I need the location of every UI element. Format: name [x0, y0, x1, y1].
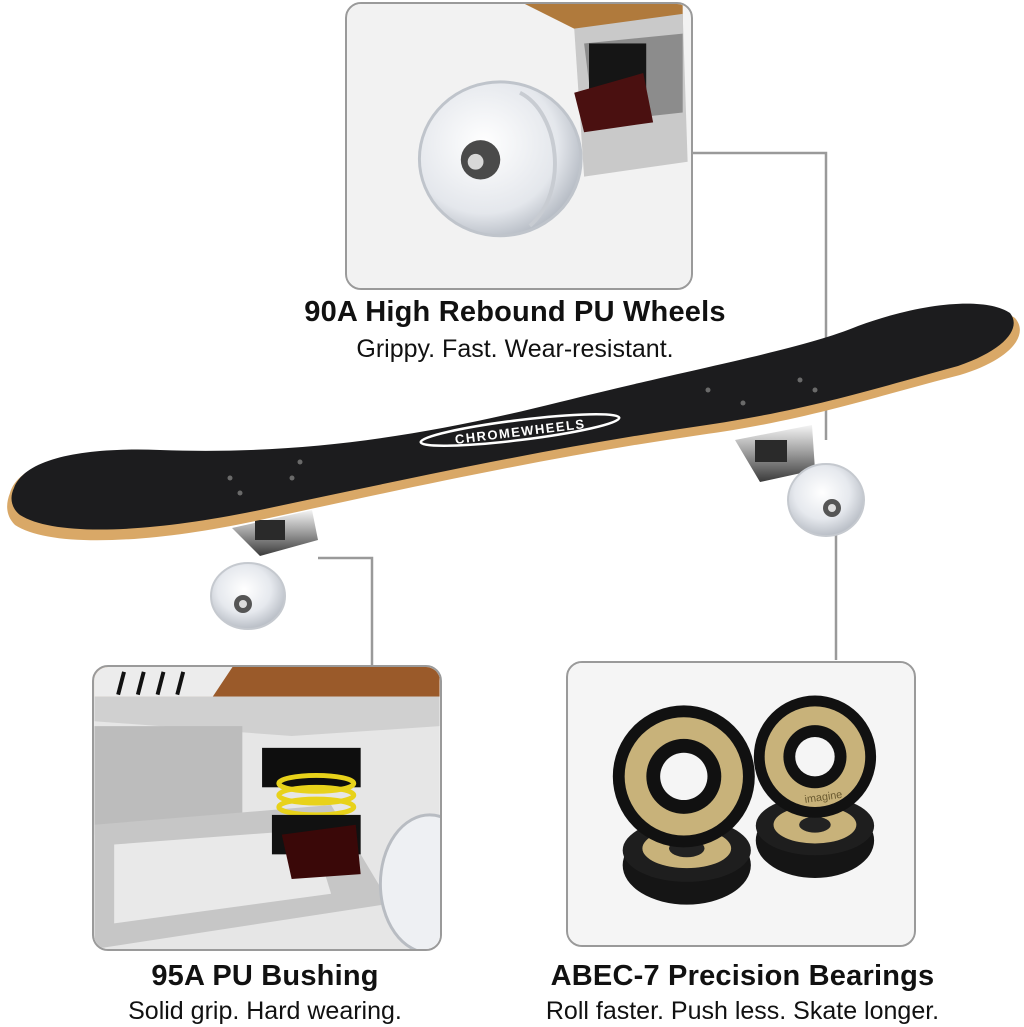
bushing-feature-title: 95A PU Bushing [151, 960, 379, 992]
bearings-closeup-panel: imagine [566, 661, 916, 947]
front-truck [735, 425, 865, 537]
bearing-marking: imagine [804, 789, 843, 806]
bushing-closeup-panel [92, 665, 442, 951]
bearing-top-right [753, 695, 877, 818]
wheel-closeup-photo [347, 4, 691, 288]
wheels-feature-subtitle: Grippy. Fast. Wear-resistant. [356, 335, 674, 363]
bearing-bottom-right [755, 796, 875, 878]
truck-bushing-closeup-photo [94, 667, 440, 949]
bearings-feature-subtitle: Roll faster. Push less. Skate longer. [545, 997, 940, 1025]
mounting-holes [227, 377, 818, 496]
bearing-top-left [612, 705, 755, 848]
rear-truck [210, 510, 318, 630]
wheels-feature-title: 90A High Rebound PU Wheels [304, 296, 726, 328]
rear-wheel [210, 562, 286, 630]
front-wheel [787, 463, 865, 537]
wheels-closeup-panel [345, 2, 693, 290]
bearings-photo: imagine [568, 663, 914, 945]
bushing-feature-subtitle: Solid grip. Hard wearing. [128, 997, 402, 1025]
bearings-feature-title: ABEC-7 Precision Bearings [550, 960, 935, 992]
